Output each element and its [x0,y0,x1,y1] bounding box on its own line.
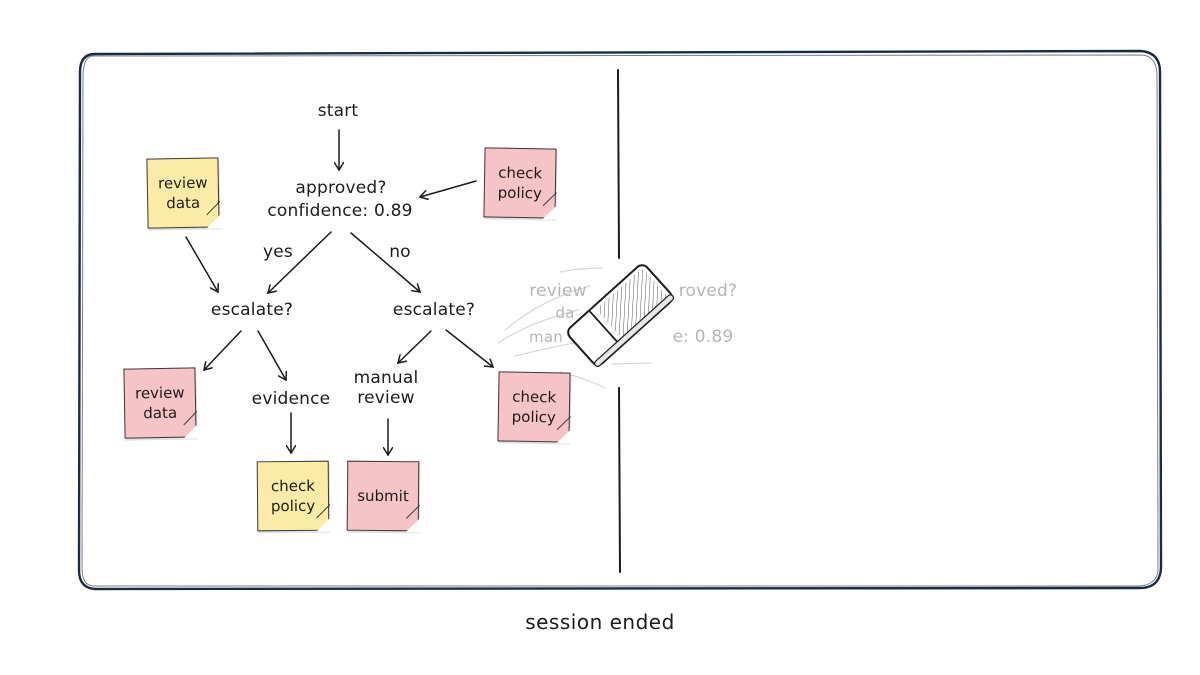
sticky-note-label: check policy [497,163,543,203]
arrow-review-escalate [185,236,218,292]
sticky-note-check-policy-right[interactable]: check policy [497,371,571,444]
node-manual-review: manual review [353,368,419,409]
erased-fragment-da: da [555,304,575,322]
erased-fragment-review: review [529,281,587,301]
arrow-yes [268,231,332,293]
sticky-note-review-data-top[interactable]: review data [146,157,221,229]
node-approved: approved? [295,178,387,198]
arrow-escalate-evidence [257,330,286,380]
node-escalate-right: escalate? [392,300,476,320]
node-confidence: confidence: 0.89 [267,201,413,221]
erased-fragment-man: man [529,328,563,346]
divider-line [617,69,621,573]
node-start: start [317,101,359,121]
erased-fragment-confidence: e: 0.89 [672,327,734,347]
arrow-escalate-manual [398,330,432,363]
sticky-note-label: submit [357,486,409,506]
node-evidence: evidence [251,389,331,409]
arrow-escalate-policy [445,329,493,367]
sticky-note-submit[interactable]: submit [346,460,420,533]
sticky-note-check-policy-bottom[interactable]: check policy [256,460,331,532]
eraser-icon [567,264,675,367]
arrow-escalate-review [204,330,242,370]
node-escalate-left: escalate? [210,300,294,320]
session-status-text: session ended [525,610,675,634]
sticky-note-label: check policy [511,387,557,427]
sticky-note-label: check policy [270,476,316,516]
sticky-note-check-policy-top[interactable]: check policy [483,147,557,220]
arrow-no [350,232,420,292]
edge-label-no: no [389,242,411,262]
board-frame [77,49,1163,591]
edge-label-yes: yes [263,242,293,262]
sticky-note-label: review data [134,383,185,423]
arrow-policy-approved [420,180,477,197]
arrows [185,129,493,455]
sticky-note-label: review data [157,173,208,213]
sticky-note-review-data-bottom[interactable]: review data [123,367,198,439]
erased-fragment-approved: roved? [678,281,738,301]
